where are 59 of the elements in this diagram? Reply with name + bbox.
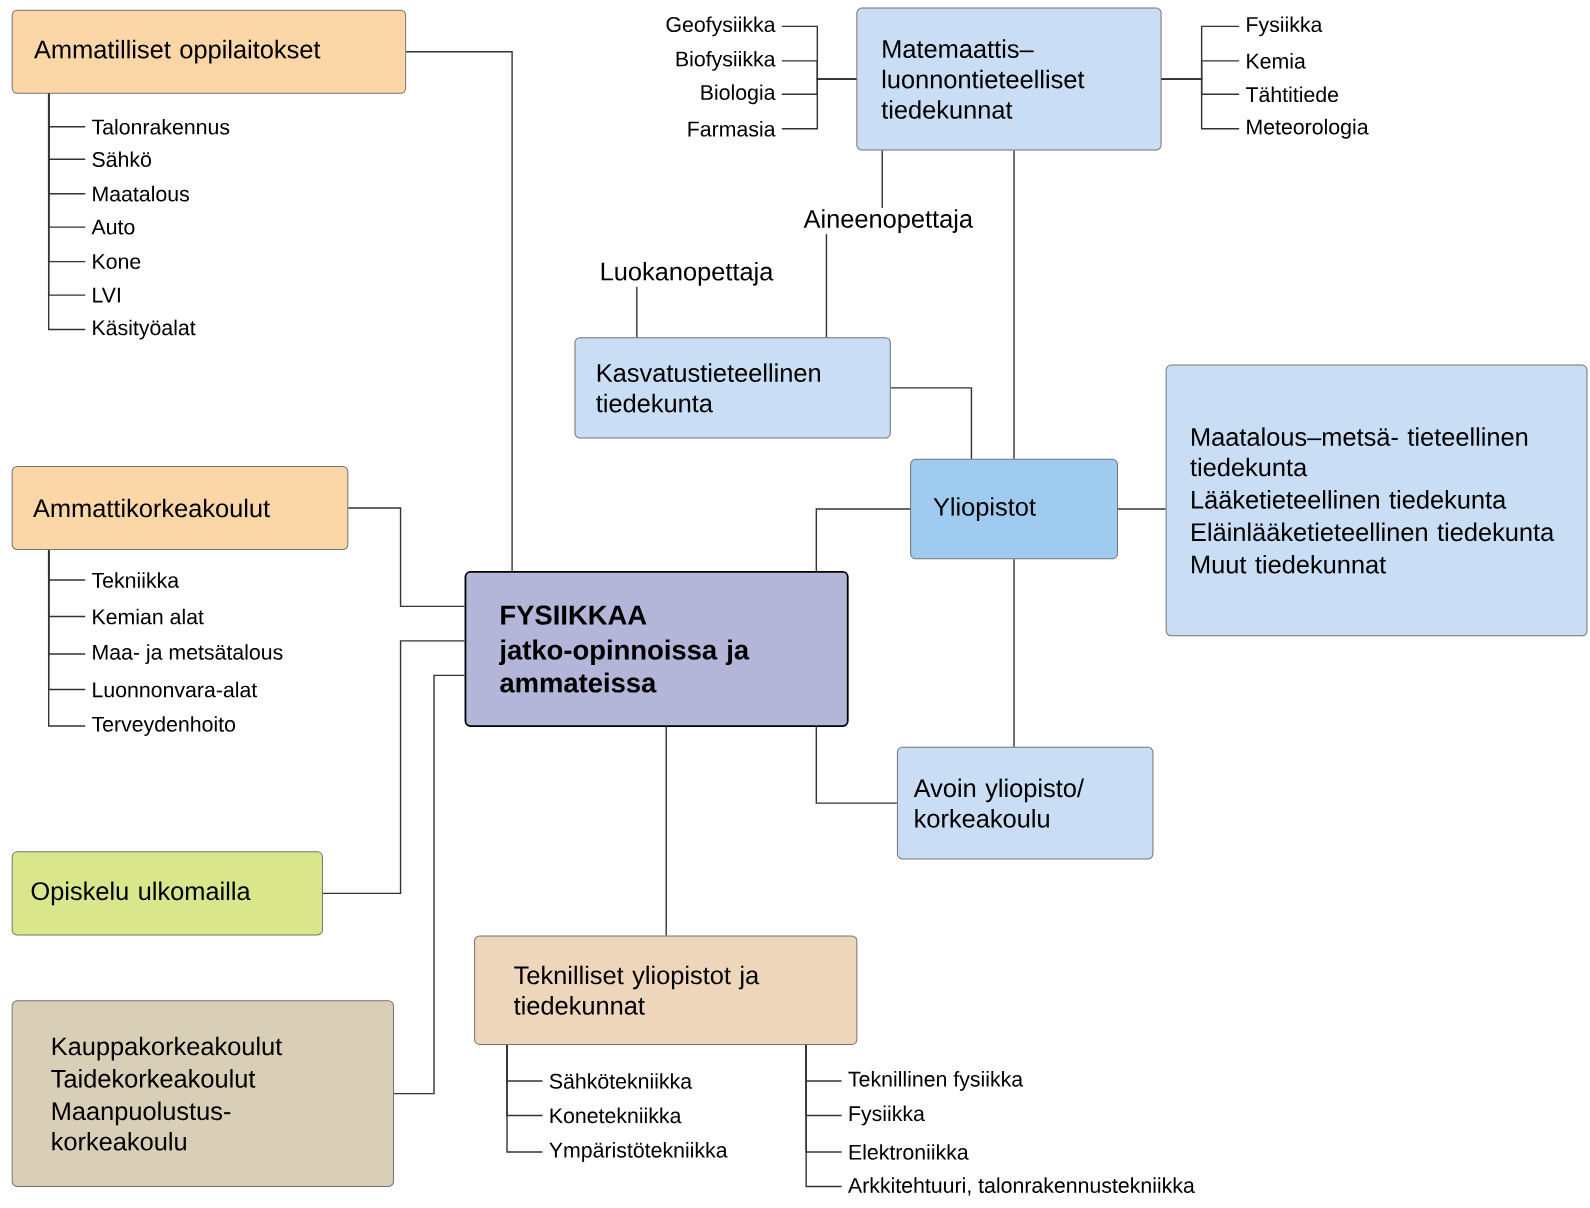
list-item: Terveydenhoito <box>91 716 236 737</box>
list-item: Biofysiikka <box>676 51 776 71</box>
faculty-box: Matemaattis– luonnontieteelliset tiedekunnat <box>856 7 1162 151</box>
connector-line <box>881 150 883 209</box>
connector-line <box>322 640 466 895</box>
connector-line <box>506 1044 544 1153</box>
connector-line <box>665 726 667 937</box>
list-item: Tekniikka <box>91 572 180 588</box>
connector-line <box>1160 78 1240 130</box>
list-item: Elektroniikka <box>849 1144 969 1160</box>
faculty-box: Kasvatustieteellinen tiedekunta <box>574 337 891 439</box>
connector-line <box>1013 150 1015 460</box>
connector-line <box>825 233 828 338</box>
institution-box: Teknilliset yliopistot ja tiedekunnat <box>474 935 858 1046</box>
list-item: Konetekniikka <box>550 1107 682 1124</box>
connector-line <box>347 507 466 608</box>
institution-box: Kauppakorkeakoulut Taidekorkeakoulut Maanpuolustus- korkeakoulu <box>11 1000 394 1188</box>
list-item: Ympäristötekniikka <box>549 1142 728 1162</box>
list-item: Maa- ja metsätalous <box>93 644 283 665</box>
list-item: LVI <box>93 287 120 303</box>
institution-box: Ammatilliset oppilaitokset <box>11 9 407 94</box>
connector-line <box>815 508 911 572</box>
list-item: Sähkö <box>92 151 151 168</box>
main-topic-box: FYSIIKKAA jatko-opinnoissa ja ammateissa <box>464 571 849 728</box>
institution-box: Opiskelu ulkomailla <box>11 851 323 936</box>
connector-line <box>1117 508 1167 510</box>
connector-line <box>393 674 466 1095</box>
faculty-list-box: Maatalous–metsä- tieteellinen tiedekunta Lääketieteellinen tiedekunta Eläinlääketieteellinen tiedekunta Muut tiedekunnat <box>1165 364 1588 637</box>
list-item: Tähtitiede <box>1245 86 1339 103</box>
list-item: Talonrakennus <box>91 119 230 135</box>
list-item: Farmasia <box>688 121 776 137</box>
list-item: Kone <box>93 254 141 270</box>
list-item: Kemian alat <box>93 608 204 625</box>
list-item: Meteorologia <box>1247 119 1369 139</box>
role-label: Luokanopettaja <box>601 262 774 286</box>
connector-line <box>405 51 513 572</box>
connector-line <box>805 1044 843 1188</box>
connector-line <box>815 726 898 804</box>
list-item: Sähkötekniikka <box>549 1073 693 1089</box>
institution-box: Ammattikorkeakoulut <box>11 466 349 551</box>
list-item: Fysiikka <box>849 1105 925 1126</box>
list-item: Teknillinen fysiikka <box>848 1071 1024 1092</box>
list-item: Luonnonvara-alat <box>93 681 258 698</box>
list-item: Käsityöalat <box>93 319 196 340</box>
list-item: Biologia <box>701 84 776 105</box>
role-label: Aineenopettaja <box>803 209 973 234</box>
connector-line <box>48 549 86 727</box>
list-item: Maatalous <box>93 186 189 202</box>
list-item: Arkkitehtuuri, talonrakennustekniikka <box>848 1177 1195 1196</box>
university-box: Yliopistot <box>910 459 1118 560</box>
list-item: Fysiikka <box>1247 16 1323 37</box>
institution-box: Avoin yliopisto/ korkeakoulu <box>896 747 1154 860</box>
connector-line <box>781 78 858 130</box>
connector-line <box>890 387 973 460</box>
list-item: Auto <box>91 219 135 235</box>
connector-line <box>1013 558 1015 748</box>
list-item: Kemia <box>1247 53 1306 69</box>
connector-line <box>636 286 638 338</box>
list-item: Geofysiikka <box>666 16 776 37</box>
